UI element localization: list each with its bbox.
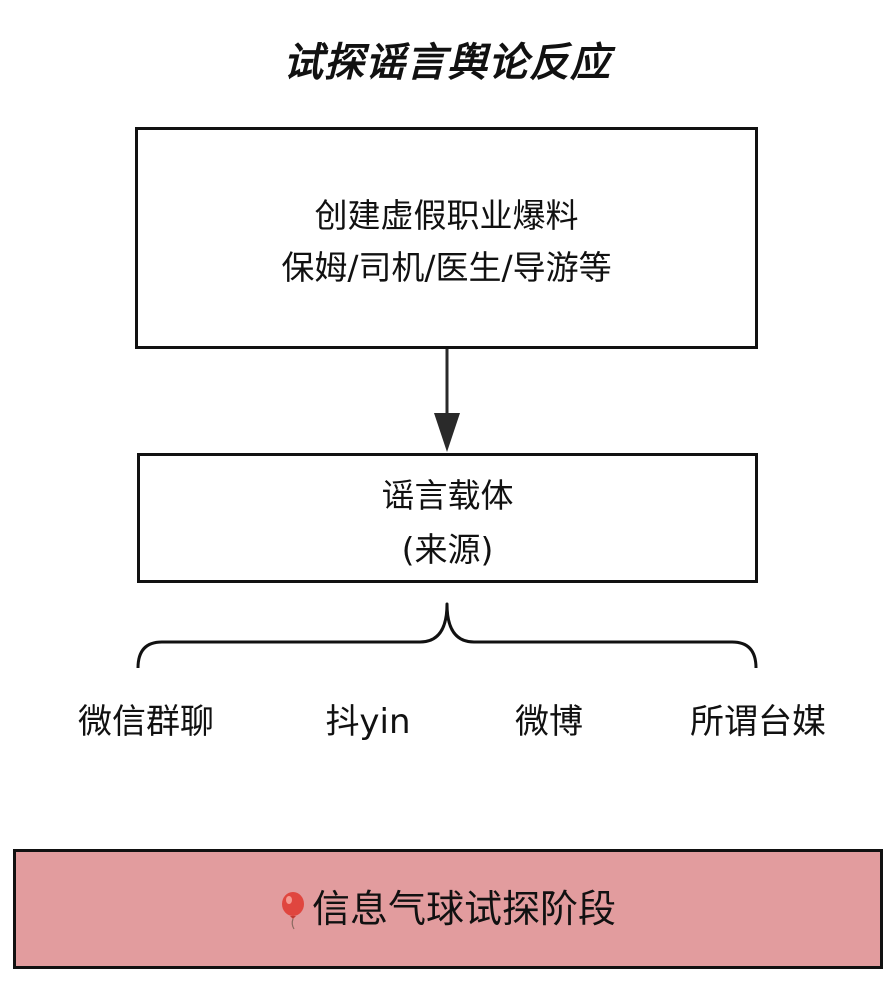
diagram-title: 试探谣言舆论反应 <box>283 40 611 86</box>
connector-arrow-head <box>434 413 460 452</box>
stage-banner: 信息气球试探阶段 <box>13 849 883 969</box>
balloon-icon <box>281 892 304 930</box>
platform-douyin: 抖yin <box>325 702 411 742</box>
rumor-carrier-box: 谣言载体 (来源) <box>137 453 758 583</box>
fake-insider-line2: 保姆/司机/医生/导游等 <box>281 248 612 287</box>
stage-banner-text: 信息气球试探阶段 <box>311 887 616 931</box>
rumor-carrier-line1: 谣言载体 <box>381 476 514 515</box>
fake-insider-line1: 创建虚假职业爆料 <box>314 196 579 235</box>
platform-weibo: 微博 <box>515 702 583 742</box>
platform-taiwan-media: 所谓台媒 <box>690 702 826 742</box>
fake-insider-box: 创建虚假职业爆料 保姆/司机/医生/导游等 <box>135 127 758 349</box>
platform-brace <box>136 602 758 669</box>
platform-wechat-group: 微信群聊 <box>78 702 214 742</box>
rumor-carrier-line2: (来源) <box>401 530 494 569</box>
